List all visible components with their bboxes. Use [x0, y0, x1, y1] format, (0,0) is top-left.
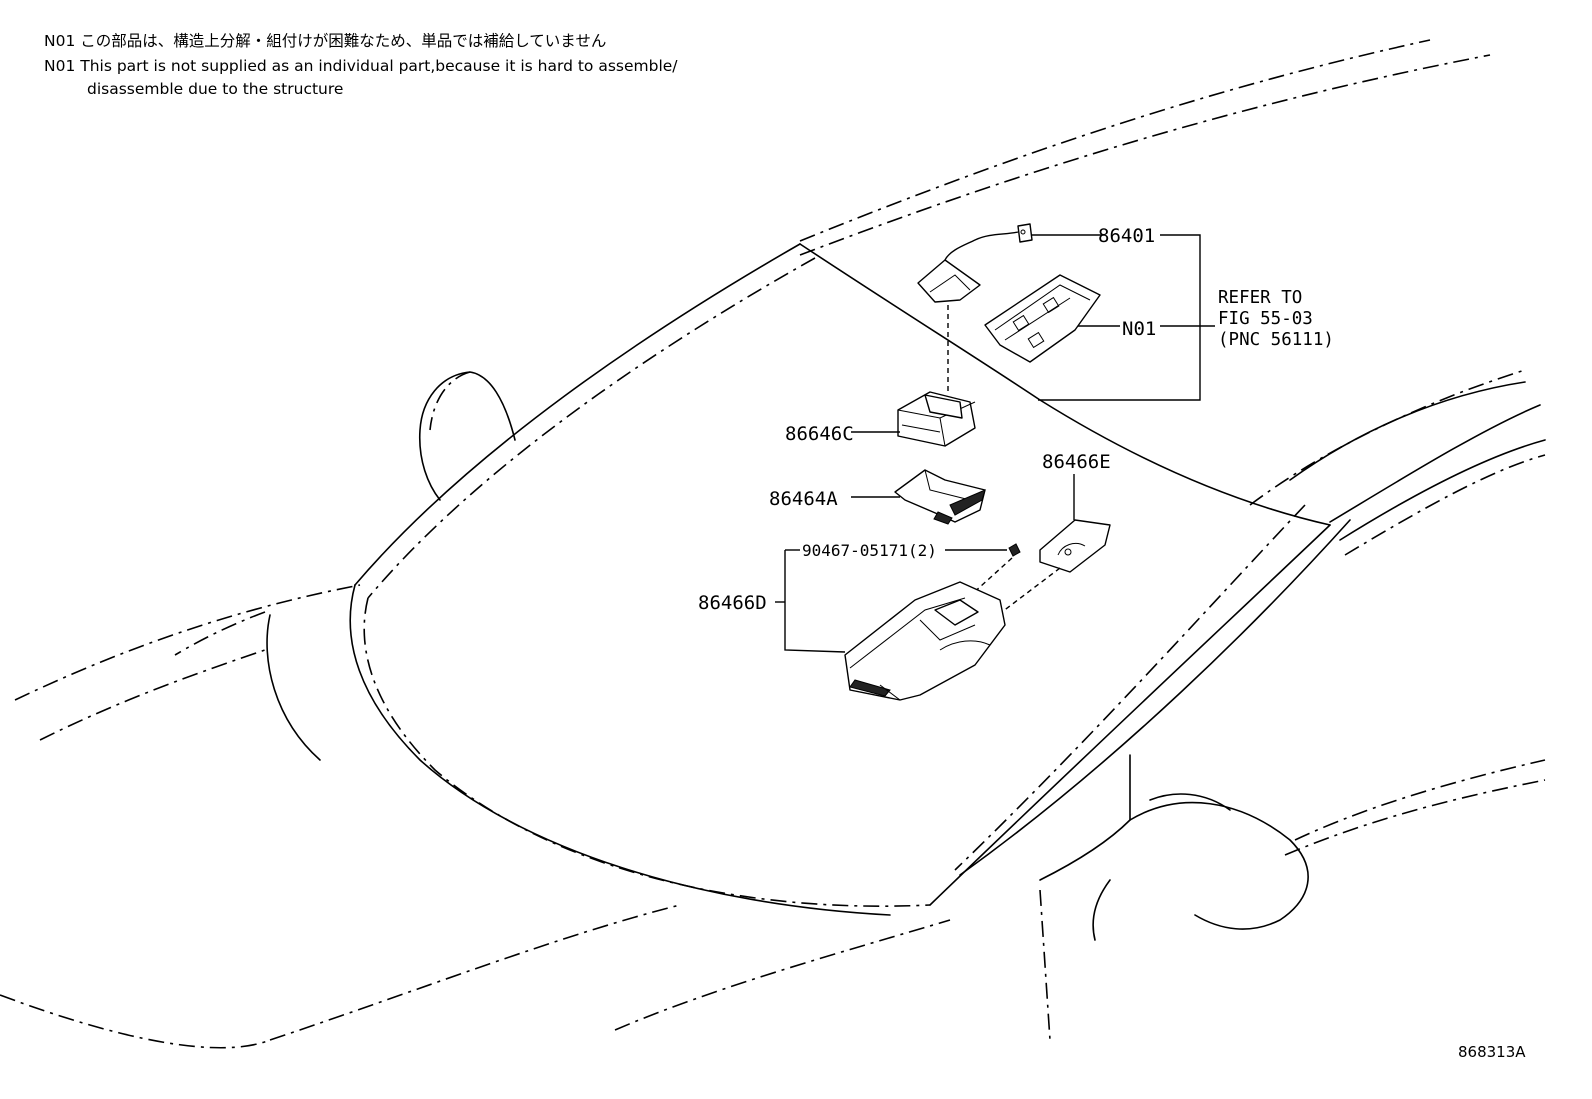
- label-N01: N01: [1122, 318, 1156, 340]
- label-86401: 86401: [1098, 225, 1155, 247]
- illustration-id: 868313A: [1458, 1043, 1526, 1061]
- part-86401: [917, 223, 1105, 303]
- label-86646C: 86646C: [785, 423, 854, 445]
- part-N01: [984, 274, 1120, 363]
- label-90467-05171: 90467-05171(2): [802, 541, 937, 560]
- label-86466E: 86466E: [1042, 451, 1111, 473]
- part-86466D: [844, 581, 1006, 701]
- label-86464A: 86464A: [769, 488, 838, 510]
- vehicle-outline: [0, 39, 1546, 1049]
- label-refer-fig: FIG 55-03: [1218, 309, 1313, 329]
- note-english-line1: N01 This part is not supplied as an indi…: [44, 57, 678, 75]
- part-90467-05171: [945, 543, 1021, 557]
- part-86466E: [1039, 474, 1111, 573]
- note-japanese: N01 この部品は、構造上分解・組付けが困難なため、単品では補給していません: [44, 32, 607, 50]
- label-86466D: 86466D: [698, 592, 767, 614]
- bracket-86466D: [784, 550, 846, 653]
- part-86646C: [851, 391, 976, 447]
- bracket-refer: [1038, 234, 1201, 401]
- part-86464A: [851, 469, 986, 525]
- label-refer-pnc: (PNC 56111): [1218, 330, 1334, 350]
- note-english-line2: disassemble due to the structure: [87, 80, 344, 98]
- label-refer-to: REFER TO: [1218, 288, 1302, 308]
